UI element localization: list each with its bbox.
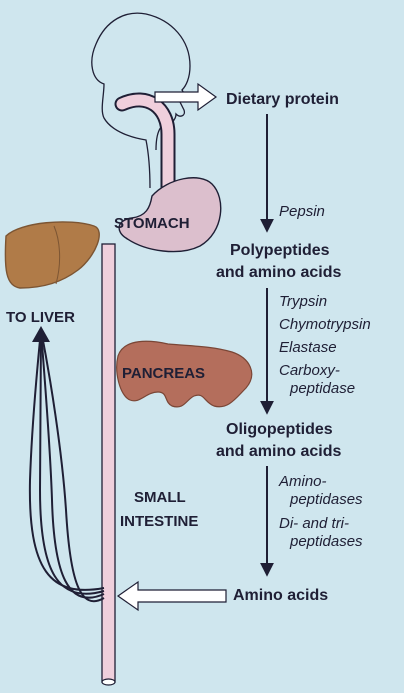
esophagus-fill bbox=[116, 94, 174, 196]
absorption-curve bbox=[40, 329, 105, 603]
label-oligopeptides-2: and amino acids bbox=[216, 443, 341, 460]
label-polypeptides-1: Polypeptides bbox=[230, 242, 330, 259]
label-stomach: STOMACH bbox=[114, 215, 190, 232]
absorption-curve bbox=[38, 329, 105, 595]
label-di-tripeptidases-1: Di- and tri- bbox=[279, 515, 349, 532]
label-trypsin: Trypsin bbox=[279, 293, 327, 310]
liver-shape bbox=[4, 221, 100, 289]
head-silhouette bbox=[91, 12, 191, 189]
label-carboxypeptidase-2: peptidase bbox=[289, 380, 355, 397]
intestine-end bbox=[101, 678, 116, 686]
label-carboxypeptidase-1: Carboxy- bbox=[279, 362, 340, 379]
input-arrow bbox=[154, 82, 218, 112]
label-elastase: Elastase bbox=[279, 339, 337, 356]
pancreas-shape bbox=[116, 340, 253, 408]
to-liver-arrowhead bbox=[32, 326, 50, 342]
label-pancreas: PANCREAS bbox=[122, 365, 205, 382]
label-small-intestine-1: SMALL bbox=[134, 489, 186, 506]
label-aminopeptidases-2: peptidases bbox=[289, 491, 363, 508]
label-aminopeptidases-1: Amino- bbox=[278, 473, 327, 490]
absorption-arrow bbox=[116, 580, 227, 612]
absorption-curve bbox=[40, 329, 105, 599]
label-chymotrypsin: Chymotrypsin bbox=[279, 316, 371, 333]
label-to-liver: TO LIVER bbox=[6, 309, 75, 326]
label-polypeptides-2: and amino acids bbox=[216, 264, 341, 281]
label-di-tripeptidases-2: peptidases bbox=[289, 533, 363, 550]
label-pepsin: Pepsin bbox=[279, 203, 325, 220]
stomach-shape bbox=[118, 177, 222, 253]
label-dietary-protein: Dietary protein bbox=[226, 91, 339, 108]
liver-lobe-line bbox=[53, 225, 61, 285]
absorption-curves bbox=[28, 329, 105, 603]
small-intestine-tube bbox=[101, 243, 116, 683]
label-small-intestine-2: INTESTINE bbox=[120, 513, 198, 530]
label-oligopeptides-1: Oligopeptides bbox=[226, 421, 333, 438]
label-amino-acids: Amino acids bbox=[233, 587, 328, 604]
